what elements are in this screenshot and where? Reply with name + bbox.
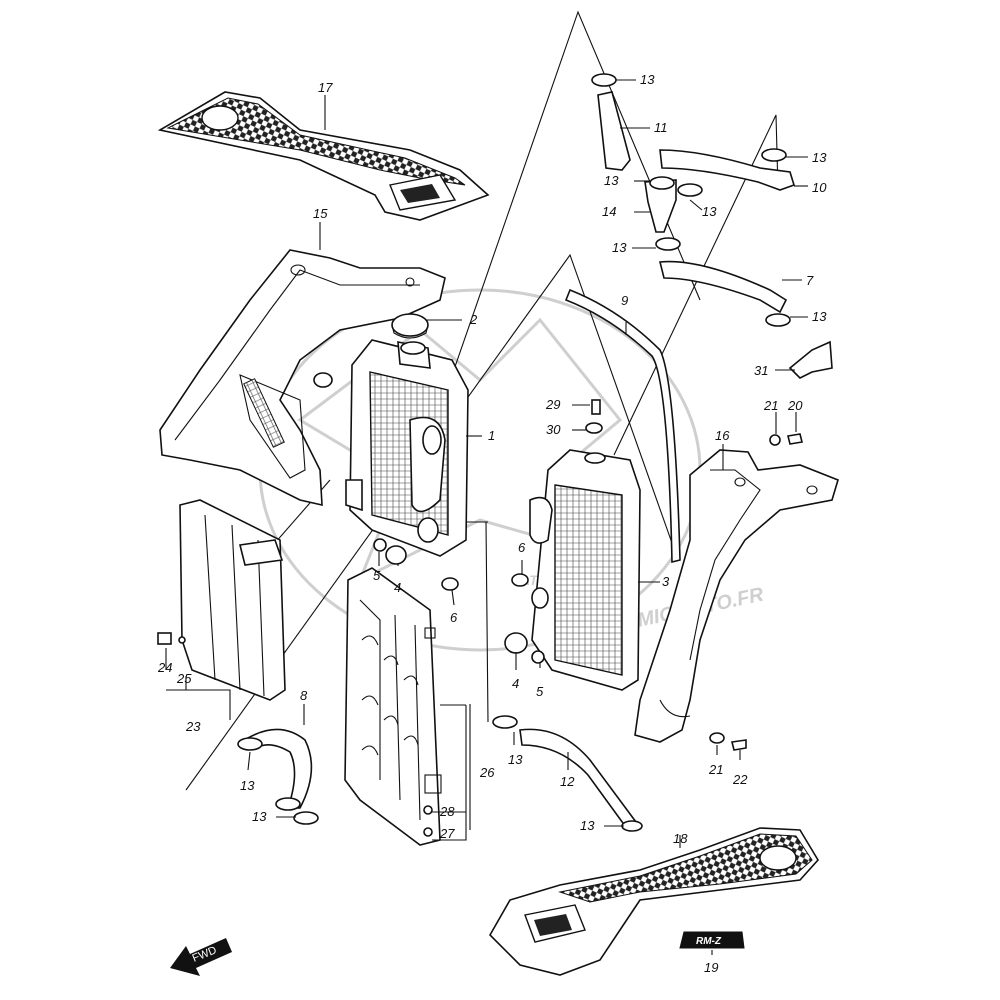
callout-4-a: 4	[394, 580, 401, 595]
bolt-28	[423, 805, 433, 815]
callout-13-d: 13	[612, 240, 627, 255]
callout-13-c: 13	[702, 204, 717, 219]
hardware	[373, 340, 833, 837]
collar-6-right	[511, 573, 529, 587]
overflow-tube-9	[564, 288, 681, 564]
callout-24: 24	[157, 660, 172, 675]
callout-16: 16	[715, 428, 730, 443]
callout-2: 2	[469, 312, 478, 327]
washer-30	[585, 422, 603, 434]
fwd-indicator: FWD	[170, 938, 232, 976]
callout-20: 20	[787, 398, 803, 413]
callout-30: 30	[546, 422, 561, 437]
bolt-20	[787, 433, 803, 445]
hose-14	[644, 179, 677, 233]
callout-3: 3	[662, 574, 670, 589]
callout-1: 1	[488, 428, 495, 443]
callout-14: 14	[602, 204, 616, 219]
callout-13-b: 13	[604, 173, 619, 188]
callout-labels: 17 15 2 1 3 13 11 13 14 13 13 13 10 7 13…	[157, 72, 827, 975]
callout-21-b: 21	[708, 762, 723, 777]
callout-25: 25	[176, 671, 192, 686]
callout-6-b: 6	[518, 540, 526, 555]
callout-12: 12	[560, 774, 575, 789]
hose-8	[246, 728, 313, 809]
callout-29: 29	[545, 397, 560, 412]
shroud-decal-right	[489, 827, 819, 976]
hose-clamps	[237, 73, 791, 832]
callout-31: 31	[754, 363, 768, 378]
callout-9: 9	[621, 293, 628, 308]
callout-5-a: 5	[373, 568, 381, 583]
radiator-shroud-left	[159, 249, 446, 507]
hose-12	[519, 728, 638, 832]
callout-13-g: 13	[240, 778, 255, 793]
callout-13-j: 13	[580, 818, 595, 833]
radiator-guard	[344, 567, 442, 846]
callout-7: 7	[806, 273, 814, 288]
callout-13-e: 13	[812, 150, 827, 165]
radiator-right	[529, 449, 641, 691]
rmz-decal: RM-Z	[679, 931, 745, 949]
callout-6-a: 6	[450, 610, 458, 625]
nut-21-bottom	[709, 732, 725, 744]
callout-23: 23	[185, 719, 201, 734]
grommet-4-left	[385, 545, 407, 565]
rmz-decal-text: RM-Z	[696, 936, 722, 947]
bolt-5-right	[531, 650, 545, 664]
callout-8: 8	[300, 688, 308, 703]
callout-5-b: 5	[536, 684, 544, 699]
grommet-4-right	[504, 632, 528, 654]
callout-22: 22	[732, 772, 748, 787]
callout-13-a: 13	[640, 72, 655, 87]
bolt-5-left	[373, 538, 387, 552]
nut-27	[423, 827, 433, 837]
bolt-29	[591, 399, 601, 415]
radiator-shroud-right	[634, 449, 839, 743]
callout-28: 28	[439, 804, 455, 819]
hoses	[246, 91, 795, 832]
callout-10: 10	[812, 180, 827, 195]
callout-13-i: 13	[508, 752, 523, 767]
callout-17: 17	[318, 80, 333, 95]
callout-4-b: 4	[512, 676, 519, 691]
callout-13-h: 13	[252, 809, 267, 824]
callout-19: 19	[704, 960, 718, 975]
hose-7	[658, 260, 788, 314]
shroud-decal-left	[157, 91, 490, 221]
callout-15: 15	[313, 206, 328, 221]
hose-10	[659, 149, 795, 191]
callout-21-a: 21	[763, 398, 778, 413]
radiator-cap	[391, 313, 429, 339]
leader-lines	[165, 79, 808, 955]
callout-13-f: 13	[812, 309, 827, 324]
bracket-31	[788, 340, 833, 379]
radiator-cover-left	[157, 499, 286, 701]
callout-11: 11	[654, 120, 668, 135]
hose-11	[597, 91, 631, 171]
callout-18: 18	[673, 831, 688, 846]
bolt-22	[731, 739, 747, 751]
collar-6-left	[441, 577, 459, 591]
callout-26: 26	[479, 765, 495, 780]
nut-21-top	[769, 434, 781, 446]
callout-27: 27	[439, 826, 455, 841]
radiator-left	[345, 339, 469, 557]
